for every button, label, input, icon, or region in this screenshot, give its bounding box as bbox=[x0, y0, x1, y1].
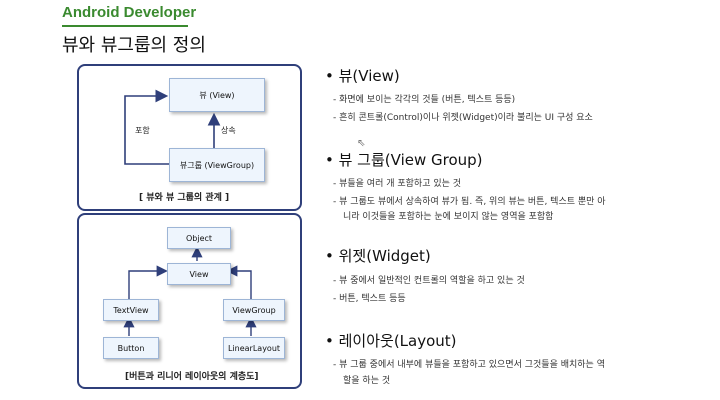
hierarchy-arrows bbox=[123, 246, 257, 336]
brand-label: Android Developer bbox=[62, 4, 197, 21]
viewgroup-line-3: 니라 이것들을 포함하는 눈에 보이지 않는 영역을 포함함 bbox=[343, 212, 554, 222]
hierarchy-caption: [버튼과 리니어 레이아웃의 계층도] bbox=[125, 372, 259, 382]
viewgroup-line-1: - 뷰들을 여러 개 포함하고 있는 것 bbox=[333, 179, 462, 189]
view-line-1: - 화면에 보이는 각각의 것들 (버튼, 텍스트 등등) bbox=[333, 95, 516, 105]
viewgroup-box: 뷰그룹 (ViewGroup) bbox=[169, 148, 265, 182]
viewgroup-class-box: ViewGroup bbox=[223, 299, 285, 321]
include-label: 포함 bbox=[135, 126, 150, 135]
view-heading: • 뷰(View) bbox=[325, 67, 400, 85]
relation-arrows bbox=[124, 89, 221, 165]
button-class-box: Button bbox=[103, 337, 159, 359]
page-title: 뷰와 뷰그룹의 정의 bbox=[62, 35, 206, 56]
inherit-label: 상속 bbox=[221, 126, 236, 135]
linearlayout-box: LinearLayout bbox=[223, 337, 285, 359]
view-class-box: View bbox=[167, 263, 231, 285]
brand-underline bbox=[62, 25, 188, 27]
view-line-2: - 흔히 콘트롤(Control)이나 위젯(Widget)이라 불리는 UI … bbox=[333, 113, 593, 123]
layout-heading: • 레이아웃(Layout) bbox=[325, 332, 457, 350]
widget-heading: • 위젯(Widget) bbox=[325, 247, 431, 265]
layout-line-1: - 뷰 그룹 중에서 내부에 뷰들을 포함하고 있으면서 그것들을 배치하는 역 bbox=[333, 360, 605, 370]
view-box: 뷰 (View) bbox=[169, 78, 265, 112]
object-box: Object bbox=[167, 227, 231, 249]
textview-box: TextView bbox=[103, 299, 159, 321]
relation-caption: [ 뷰와 뷰 그룹의 관계 ] bbox=[139, 193, 230, 203]
view-relation-panel: 뷰 (View) 뷰그룹 (ViewGroup) 포함 상속 [ 뷰와 뷰 그룹… bbox=[77, 64, 302, 211]
viewgroup-line-2: - 뷰 그룹도 뷰에서 상속하여 뷰가 됨. 즉, 위의 뷰는 버튼, 텍스트 … bbox=[333, 197, 606, 207]
mouse-cursor-icon: ⇖ bbox=[357, 138, 366, 149]
widget-line-1: - 뷰 중에서 일반적인 컨트롤의 역할을 하고 있는 것 bbox=[333, 276, 525, 286]
widget-line-2: - 버튼, 텍스트 등등 bbox=[333, 294, 406, 304]
hierarchy-panel: Object View TextView ViewGroup Button Li… bbox=[77, 213, 302, 389]
viewgroup-heading: • 뷰 그룹(View Group) bbox=[325, 151, 483, 169]
layout-line-2: 할을 하는 것 bbox=[343, 376, 391, 386]
